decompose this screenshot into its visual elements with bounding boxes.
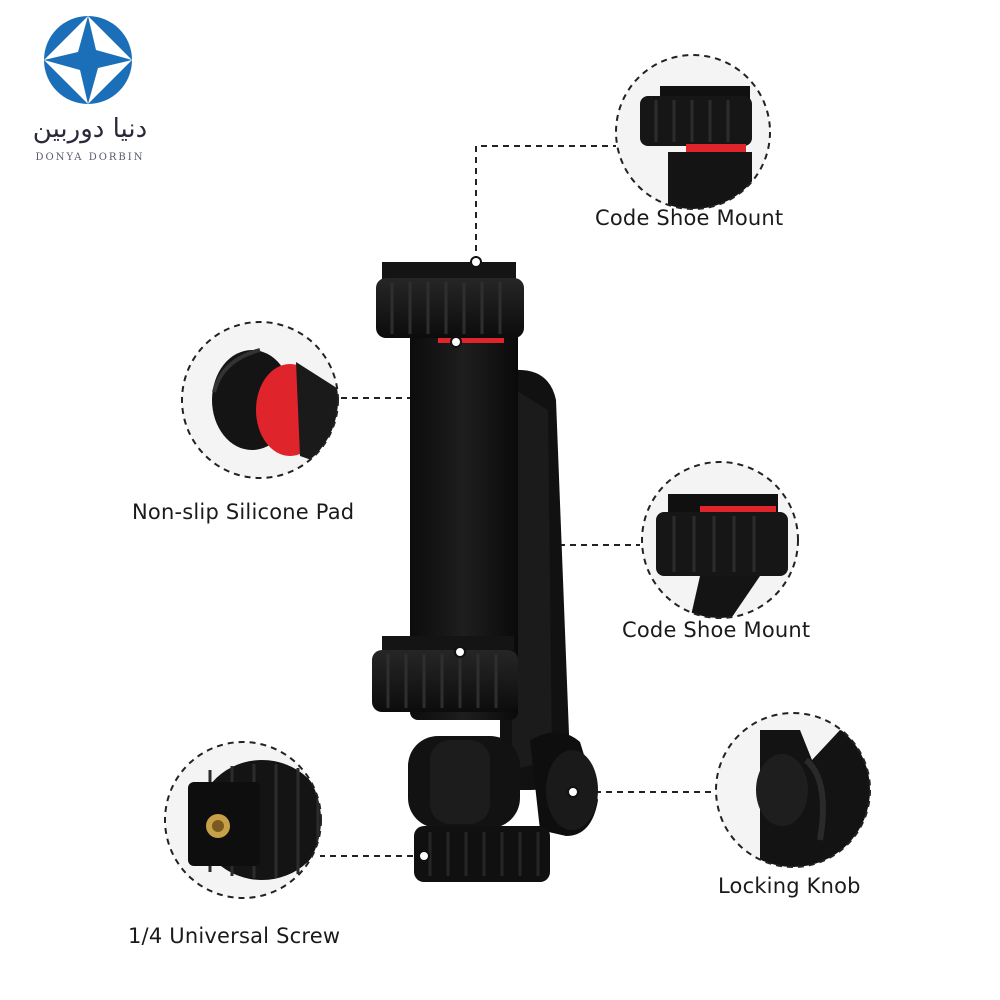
zoom-universal-screw: [164, 741, 322, 899]
brand-logo-icon: [44, 16, 132, 104]
brand-name-arabic: دنیا دوربین: [32, 114, 148, 144]
label-silicone-pad: Non-slip Silicone Pad: [132, 500, 355, 524]
zoom-shoe-mount-top: [615, 54, 771, 210]
phone-clamp-product: [372, 262, 598, 882]
label-locking-knob: Locking Knob: [718, 874, 861, 898]
zoom-locking-knob: [715, 712, 871, 868]
callout-dots: [418, 256, 579, 862]
label-universal-screw: 1/4 Universal Screw: [128, 924, 341, 948]
zoom-shoe-mount-side: [641, 461, 799, 619]
label-shoe-mount-top: Code Shoe Mount: [595, 206, 784, 230]
label-shoe-mount-side: Code Shoe Mount: [622, 618, 811, 642]
brand-name-latin: DONYA DORBIN: [35, 152, 145, 163]
zoom-silicone-pad: [181, 321, 339, 479]
